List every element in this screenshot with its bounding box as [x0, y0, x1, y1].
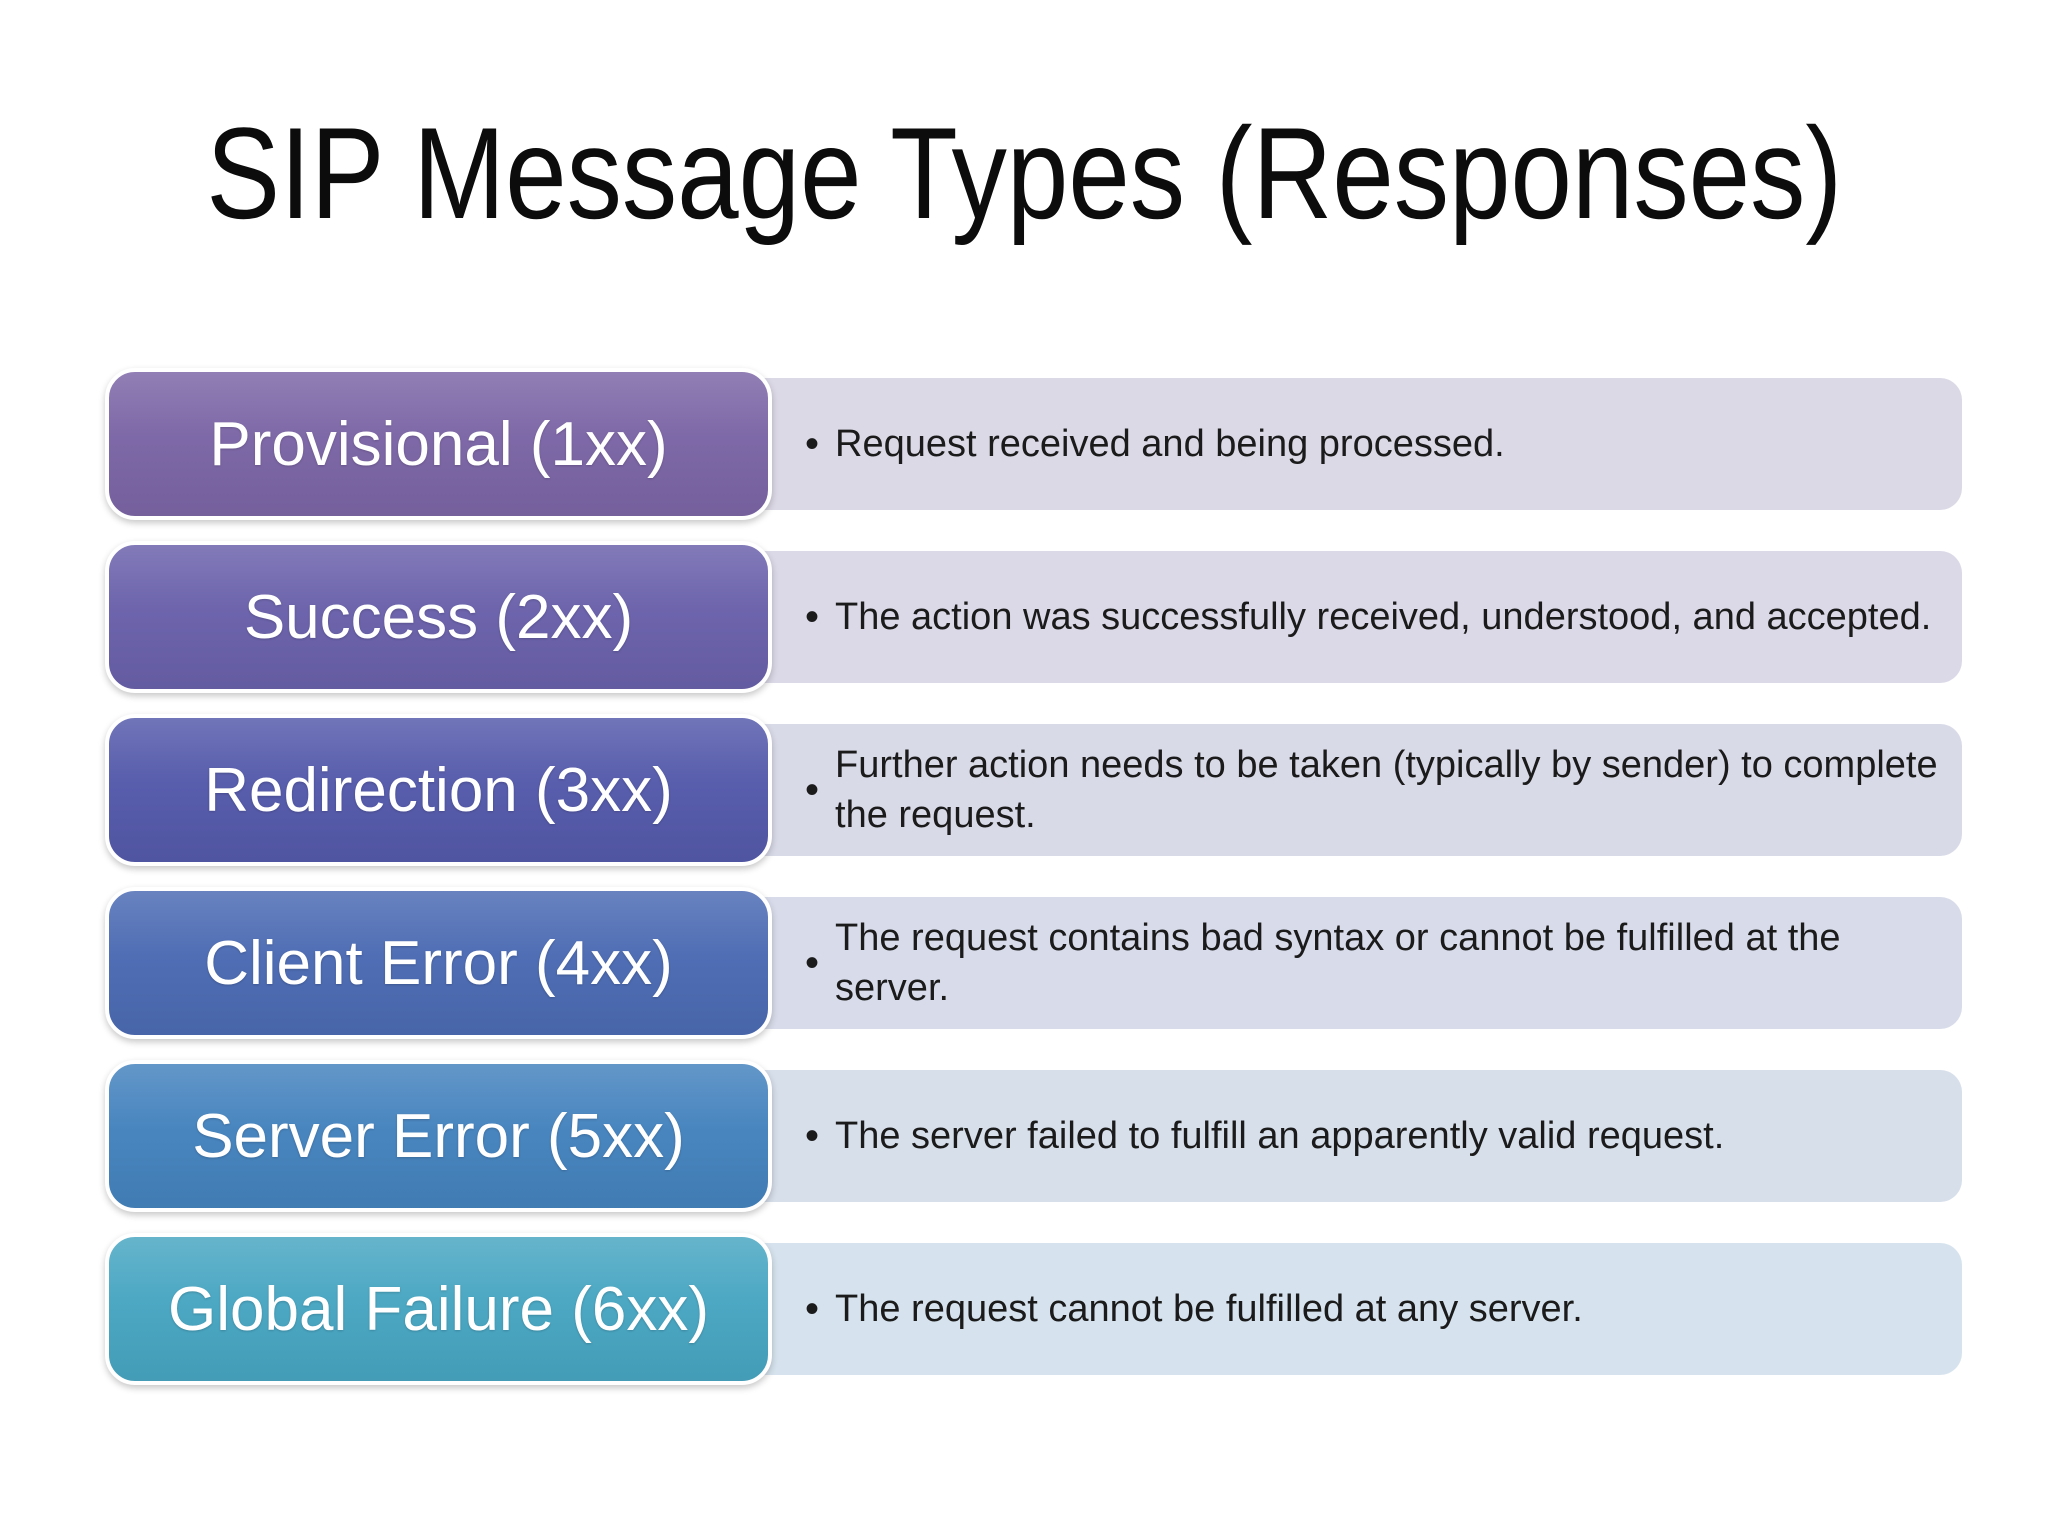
- description-text: The request cannot be fulfilled at any s…: [835, 1288, 1583, 1330]
- message-type-row: • The request contains bad syntax or can…: [105, 887, 1962, 1039]
- type-label: Redirection (3xx): [204, 755, 673, 825]
- type-box: Redirection (3xx): [105, 714, 772, 866]
- description-box: • The request cannot be fulfilled at any…: [605, 1243, 1962, 1375]
- description-text: The request contains bad syntax or canno…: [835, 917, 1841, 1009]
- bullet-icon: •: [805, 768, 820, 812]
- bullet-icon: •: [805, 1287, 820, 1331]
- description-text: The server failed to fulfill an apparent…: [835, 1115, 1725, 1157]
- bullet-icon: •: [805, 595, 820, 639]
- type-box: Global Failure (6xx): [105, 1233, 772, 1385]
- bullet-icon: •: [805, 941, 820, 985]
- message-type-row: • Further action needs to be taken (typi…: [105, 714, 1962, 866]
- description-box: • The server failed to fulfill an appare…: [605, 1070, 1962, 1202]
- page-title: SIP Message Types (Responses): [206, 100, 1842, 246]
- bullet-icon: •: [805, 422, 820, 466]
- type-label: Success (2xx): [243, 582, 634, 652]
- message-type-list: • Request received and being processed. …: [105, 368, 1962, 1406]
- type-label: Provisional (1xx): [209, 409, 668, 479]
- type-label: Client Error (4xx): [204, 928, 673, 998]
- description-box: • Further action needs to be taken (typi…: [605, 724, 1962, 856]
- page-title-container: SIP Message Types (Responses): [0, 92, 2048, 255]
- description-text: Further action needs to be taken (typica…: [835, 744, 1938, 836]
- type-box: Client Error (4xx): [105, 887, 772, 1039]
- description-box: • The action was successfully received, …: [605, 551, 1962, 683]
- description-box: • The request contains bad syntax or can…: [605, 897, 1962, 1029]
- bullet-icon: •: [805, 1114, 820, 1158]
- type-box: Server Error (5xx): [105, 1060, 772, 1212]
- message-type-row: • The server failed to fulfill an appare…: [105, 1060, 1962, 1212]
- type-box: Provisional (1xx): [105, 368, 772, 520]
- description-text: Request received and being processed.: [835, 423, 1505, 465]
- type-label: Global Failure (6xx): [168, 1274, 709, 1344]
- type-box: Success (2xx): [105, 541, 772, 693]
- message-type-row: • The action was successfully received, …: [105, 541, 1962, 693]
- message-type-row: • The request cannot be fulfilled at any…: [105, 1233, 1962, 1385]
- type-label: Server Error (5xx): [192, 1101, 685, 1171]
- description-text: The action was successfully received, un…: [835, 596, 1932, 638]
- message-type-row: • Request received and being processed. …: [105, 368, 1962, 520]
- description-box: • Request received and being processed.: [605, 378, 1962, 510]
